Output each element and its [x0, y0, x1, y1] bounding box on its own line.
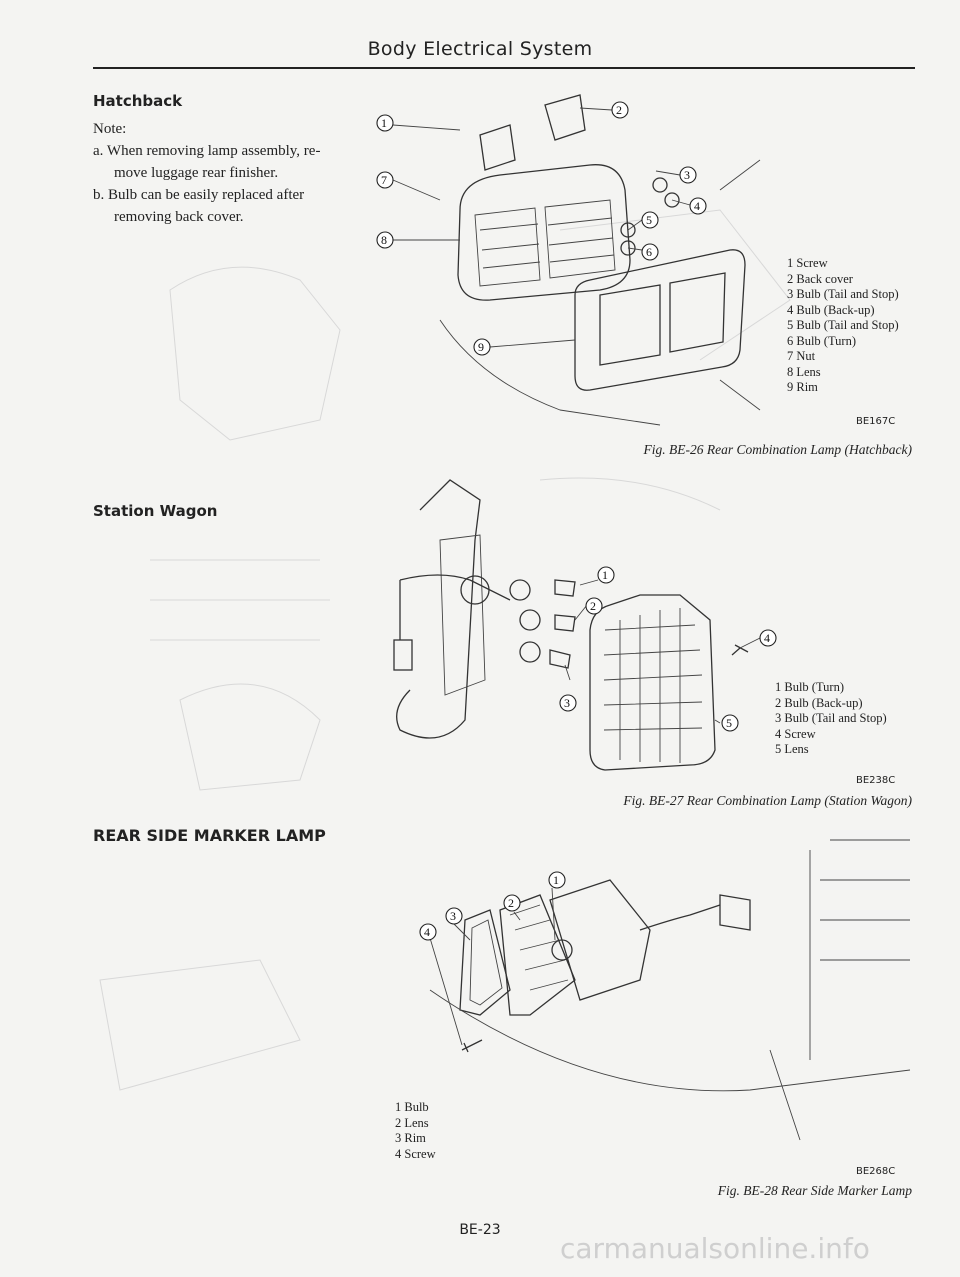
fig26-legend-item: 7 Nut [787, 349, 816, 363]
fig26-callout-1: 1 [376, 114, 394, 132]
fig26-callout-9: 9 [473, 338, 491, 356]
lens-part [589, 594, 716, 771]
fig27-caption: Fig. BE-27 Rear Combination Lamp (Statio… [623, 793, 912, 808]
note-item-b: b. Bulb can be easily replaced after [93, 184, 353, 206]
fig28-callout-4: 4 [419, 923, 437, 941]
fig28-callout-3: 3 [445, 907, 463, 925]
rim-part [459, 909, 511, 1016]
svg-text:1: 1 [553, 873, 559, 887]
lamp-housing [457, 164, 631, 301]
fig26-legend: 1 Screw 2 Back cover 3 Bulb (Tail and St… [787, 256, 899, 396]
svg-text:6: 6 [646, 245, 652, 259]
fig26-legend-item: 8 Lens [787, 364, 821, 379]
rim-part [574, 249, 746, 391]
header-rule [93, 67, 915, 69]
fig26-callout-8: 8 [376, 231, 394, 249]
fig27-callout-3: 3 [559, 694, 577, 712]
back-cover-part [544, 94, 586, 141]
note-text-a: When removing lamp assembly, re- [106, 143, 321, 159]
fig28-legend-item: 4 Screw [395, 1146, 436, 1161]
figure-be-27-diagram: 1 2 3 4 5 [393, 479, 777, 771]
fig26-legend-item: 5 Bulb (Tail and Stop) [787, 318, 899, 332]
svg-text:3: 3 [450, 909, 456, 923]
note-item-b-cont: removing back cover. [114, 209, 244, 225]
fig26-legend-item: 9 Rim [787, 380, 818, 394]
fig27-legend-item: 2 Bulb (Back-up) [775, 695, 863, 710]
svg-text:3: 3 [564, 696, 570, 710]
note-list: a. When removing lamp assembly, re- move… [93, 140, 353, 228]
lens-part [499, 894, 576, 1016]
svg-text:2: 2 [590, 599, 596, 613]
fig26-callout-7: 7 [376, 171, 394, 189]
svg-text:8: 8 [381, 233, 387, 247]
figure-be-26-diagram: 1 2 3 4 5 6 7 8 9 [376, 94, 761, 426]
fig27-legend-item: 5 Lens [775, 742, 809, 756]
svg-text:4: 4 [764, 631, 770, 645]
svg-text:2: 2 [616, 103, 622, 117]
fig27-callout-4: 4 [759, 629, 777, 647]
fig28-legend-item: 3 Rim [395, 1131, 426, 1145]
fig28-code: BE268C [856, 1166, 896, 1177]
fig28-callout-2: 2 [503, 894, 521, 912]
page-header-title: Body Electrical System [367, 38, 593, 60]
fig27-code: BE238C [856, 775, 896, 786]
section-title-rear-side-marker: REAR SIDE MARKER LAMP [93, 826, 326, 845]
section-title-hatchback: Hatchback [93, 92, 183, 110]
fig26-legend-item: 3 Bulb (Tail and Stop) [787, 287, 899, 301]
svg-text:7: 7 [381, 173, 387, 187]
svg-text:2: 2 [508, 896, 514, 910]
body-panel [396, 479, 481, 739]
fig26-callout-2: 2 [611, 101, 629, 119]
fig26-callout-6: 6 [641, 243, 659, 261]
svg-text:5: 5 [646, 213, 652, 227]
section-title-station-wagon: Station Wagon [93, 502, 218, 520]
fig26-callout-3: 3 [679, 166, 697, 184]
fig27-callout-2: 2 [585, 597, 603, 615]
svg-text:1: 1 [602, 568, 608, 582]
fig27-callout-1: 1 [597, 566, 615, 584]
svg-text:5: 5 [726, 716, 732, 730]
fig27-legend-item: 4 Screw [775, 726, 816, 741]
note-item-a: a. When removing lamp assembly, re- [93, 140, 353, 162]
figure-be-28-diagram: 1 2 3 4 [419, 839, 911, 1141]
fig27-legend-item: 3 Bulb (Tail and Stop) [775, 711, 887, 725]
fig27-legend: 1 Bulb (Turn) 2 Bulb (Back-up) 3 Bulb (T… [775, 680, 887, 758]
back-cover-part-left [479, 124, 516, 171]
note-marker-a: a. [93, 143, 104, 159]
watermark: carmanualsonline.info [560, 1232, 870, 1265]
fig27-legend-item: 1 Bulb (Turn) [775, 680, 844, 694]
fig26-legend-item: 1 Screw [787, 256, 828, 270]
note-marker-b: b. [93, 187, 105, 203]
svg-text:9: 9 [478, 340, 484, 354]
fig28-legend-item: 2 Lens [395, 1115, 429, 1130]
fig26-legend-item: 6 Bulb (Turn) [787, 333, 856, 348]
fig28-callout-1: 1 [548, 871, 566, 889]
fig28-legend: 1 Bulb 2 Lens 3 Rim 4 Screw [395, 1100, 436, 1162]
fig26-code: BE167C [856, 416, 896, 427]
fig28-legend-item: 1 Bulb [395, 1100, 429, 1114]
note-item-a-cont: move luggage rear finisher. [114, 165, 279, 181]
page-number: BE-23 [459, 1222, 501, 1238]
fig26-legend-item: 2 Back cover [787, 271, 853, 286]
fig26-caption: Fig. BE-26 Rear Combination Lamp (Hatchb… [643, 442, 912, 457]
fig26-legend-item: 4 Bulb (Back-up) [787, 302, 875, 317]
svg-text:3: 3 [684, 168, 690, 182]
fig26-callout-4: 4 [689, 197, 707, 215]
fig28-caption: Fig. BE-28 Rear Side Marker Lamp [717, 1183, 912, 1198]
svg-text:4: 4 [694, 199, 700, 213]
note-label: Note: [93, 121, 127, 137]
note-text-b: Bulb can be easily replaced after [108, 187, 305, 203]
fig27-callout-5: 5 [721, 714, 739, 732]
fig26-callout-5: 5 [641, 211, 659, 229]
svg-text:4: 4 [424, 925, 430, 939]
svg-text:1: 1 [381, 116, 387, 130]
